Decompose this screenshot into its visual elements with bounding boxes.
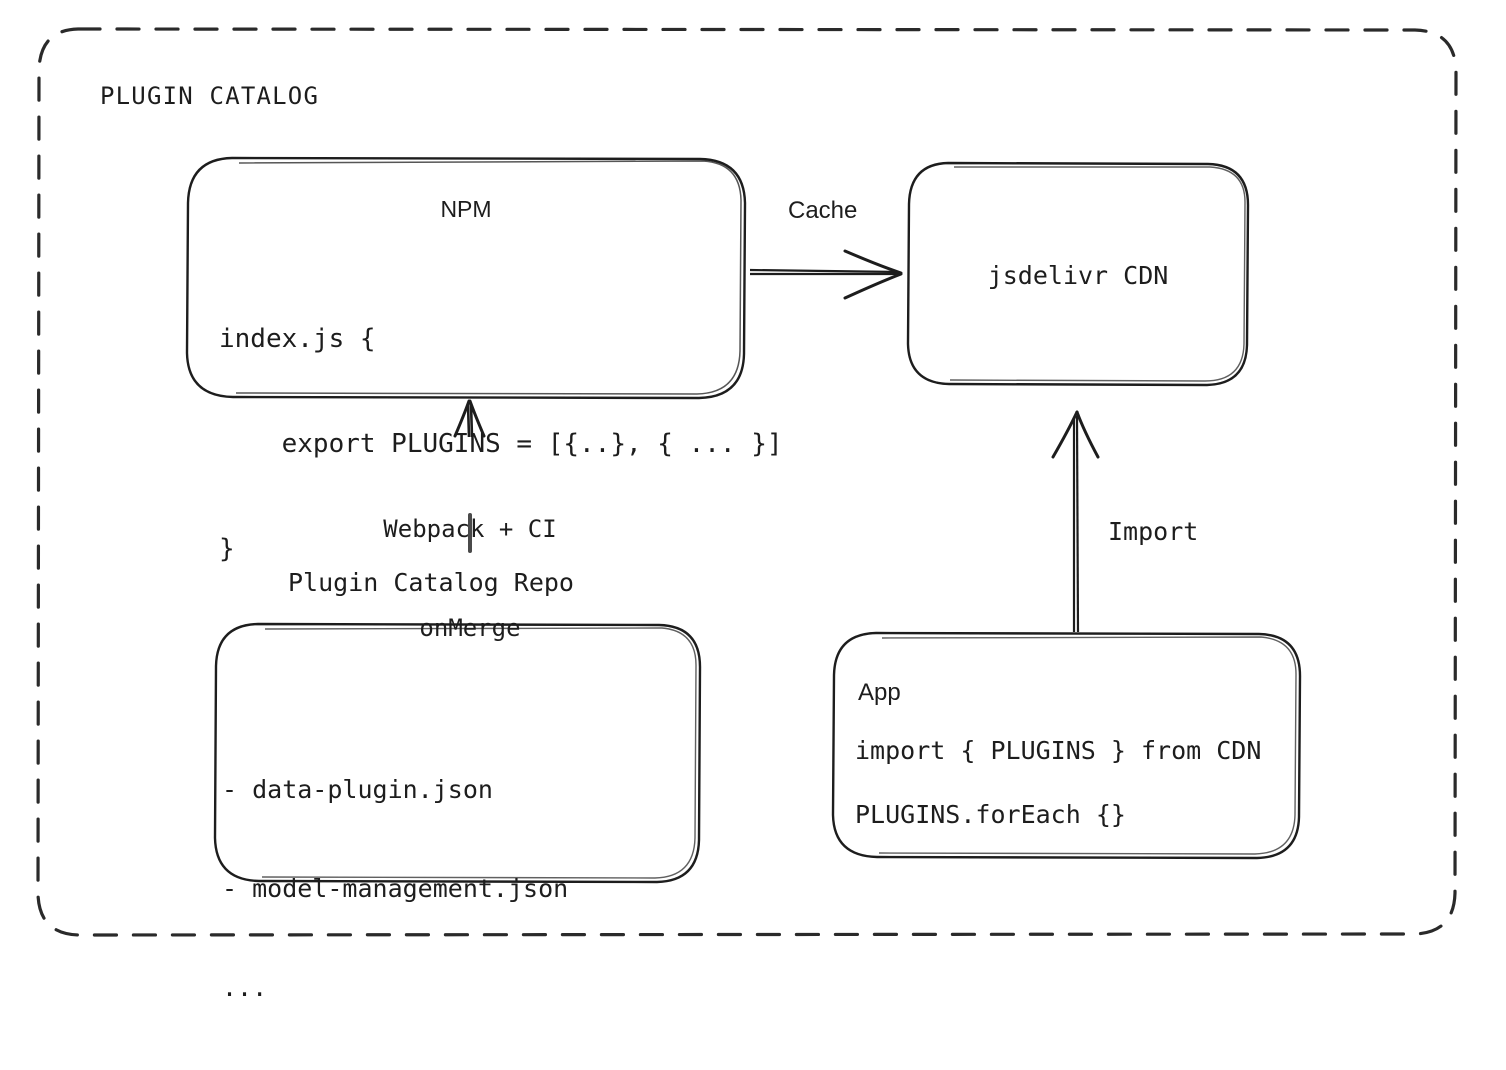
repo-node-caption: Plugin Catalog Repo xyxy=(288,568,574,597)
diagram-canvas: PLUGIN CATALOG NPM index.js { export PLU… xyxy=(36,27,1458,1002)
npm-code-line-1: index.js { xyxy=(219,324,376,354)
app-code-line-2: PLUGINS.forEach {} xyxy=(855,800,1126,829)
edge-label-webpack-line-1: Webpack + CI xyxy=(383,515,557,543)
cdn-node-title: jsdelivr CDN xyxy=(987,261,1169,290)
app-node-title: App xyxy=(858,679,901,706)
edge-label-webpack-line-2: onMerge xyxy=(419,614,521,642)
repo-file-list: - data-plugin.json - model-management.js… xyxy=(222,707,568,1070)
edge-label-cache: Cache xyxy=(788,197,858,224)
edge-app-to-cdn xyxy=(1051,410,1100,633)
plugin-catalog-title: PLUGIN CATALOG xyxy=(100,82,320,110)
npm-code-line-2: export PLUGINS = [{..}, { ... }] xyxy=(219,429,783,459)
repo-file-item: - model-management.json xyxy=(222,874,569,903)
repo-file-item: ... xyxy=(222,973,268,1002)
repo-file-item: - data-plugin.json xyxy=(222,775,493,804)
edge-label-webpack-ci: Webpack + CI onMerge xyxy=(370,447,570,711)
app-code-line-1: import { PLUGINS } from CDN xyxy=(855,736,1262,765)
npm-node-title: NPM xyxy=(440,196,492,222)
edge-label-import: Import xyxy=(1108,517,1199,546)
npm-node-code: index.js { export PLUGINS = [{..}, { ...… xyxy=(219,252,783,637)
npm-code-line-3: } xyxy=(219,534,235,564)
